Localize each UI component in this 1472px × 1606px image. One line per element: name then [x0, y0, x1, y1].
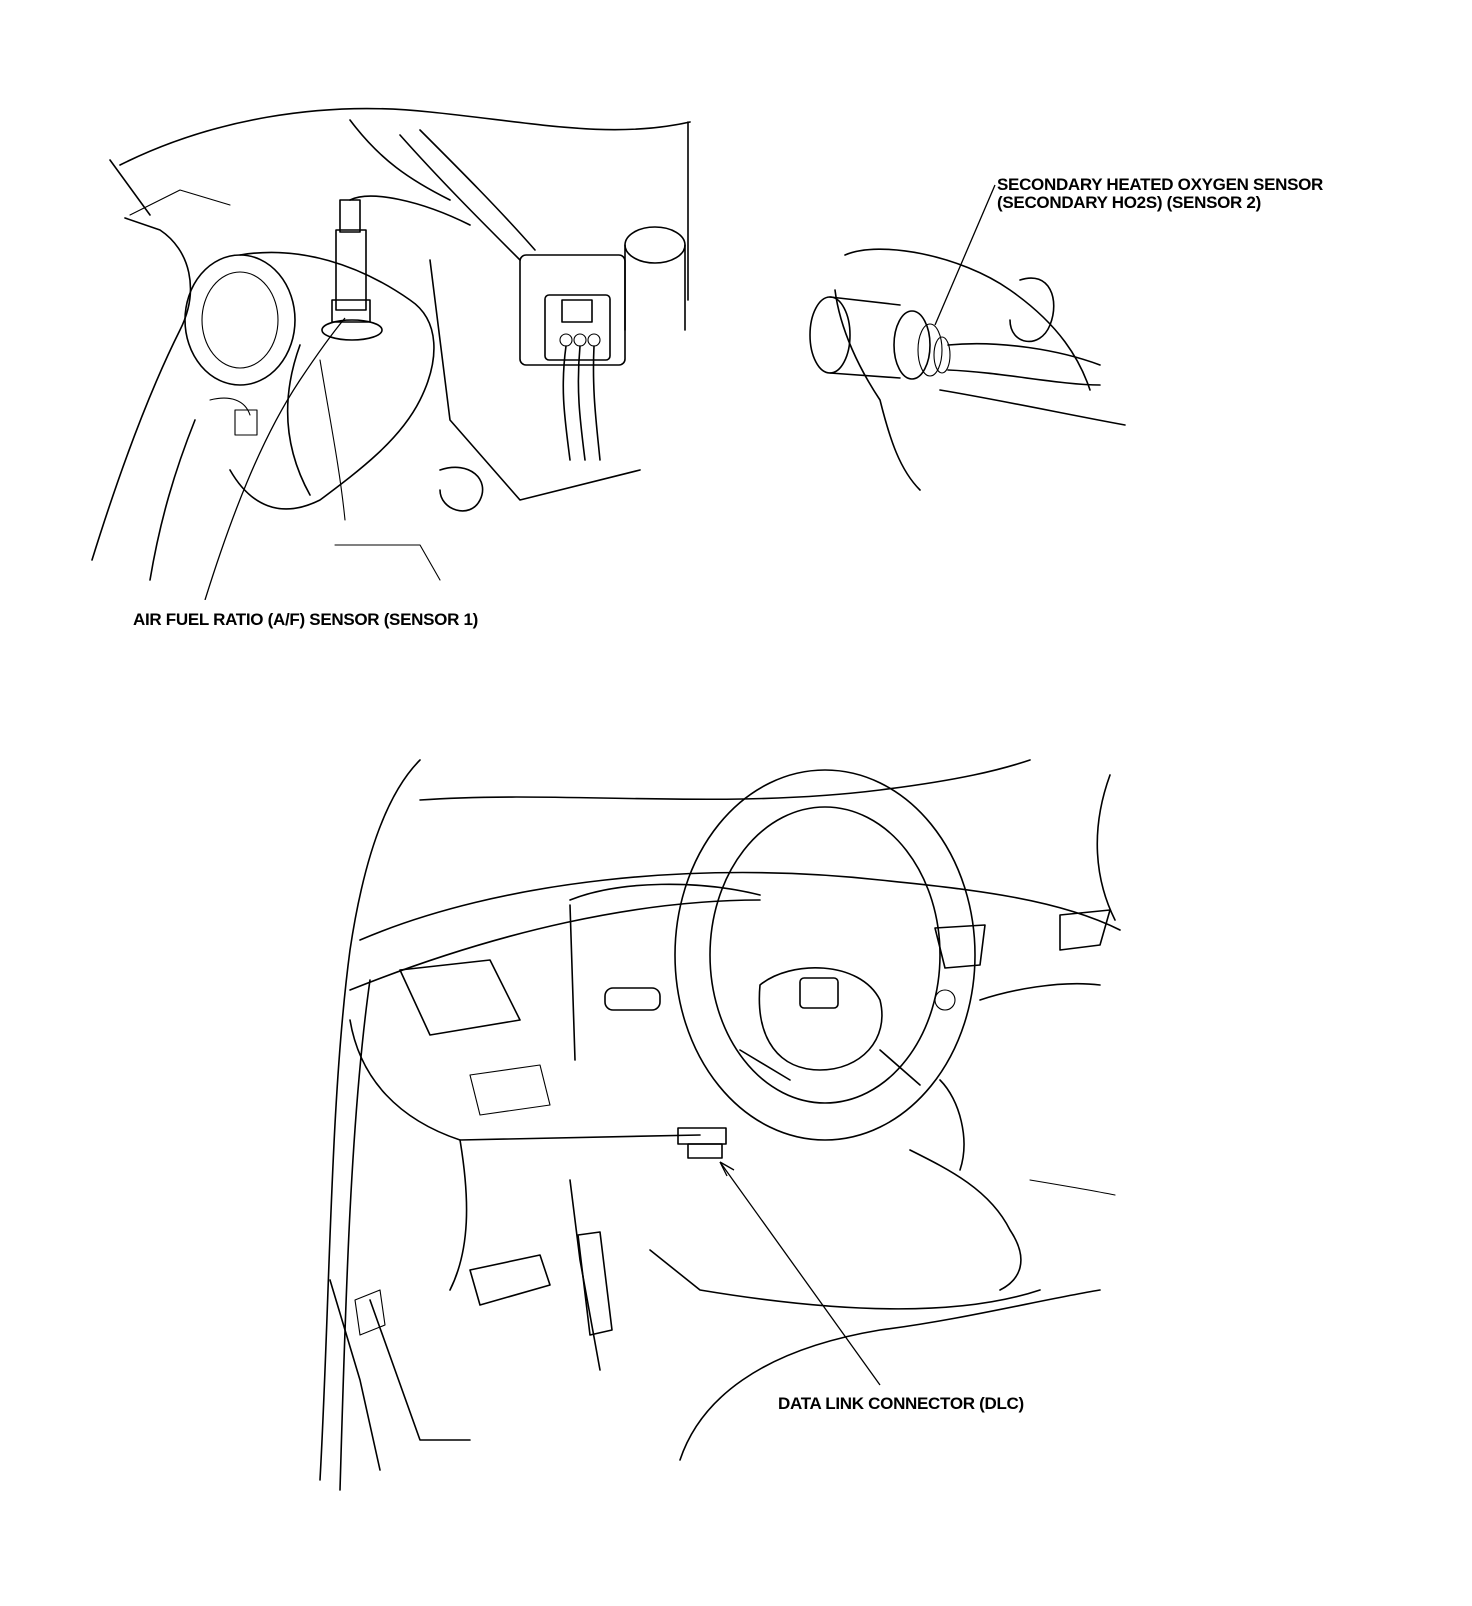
- secondary-ho2s-illustration: [809, 184, 1126, 491]
- secondary-ho2s-label-line1: SECONDARY HEATED OXYGEN SENSOR: [997, 175, 1324, 194]
- af-sensor-label: AIR FUEL RATIO (A/F) SENSOR (SENSOR 1): [133, 610, 478, 629]
- dashboard-illustration: [319, 759, 1121, 1491]
- af-sensor-illustration: [91, 107, 691, 600]
- dlc-label: DATA LINK CONNECTOR (DLC): [778, 1394, 1024, 1413]
- secondary-ho2s-label-line2: (SECONDARY HO2S) (SENSOR 2): [997, 193, 1261, 212]
